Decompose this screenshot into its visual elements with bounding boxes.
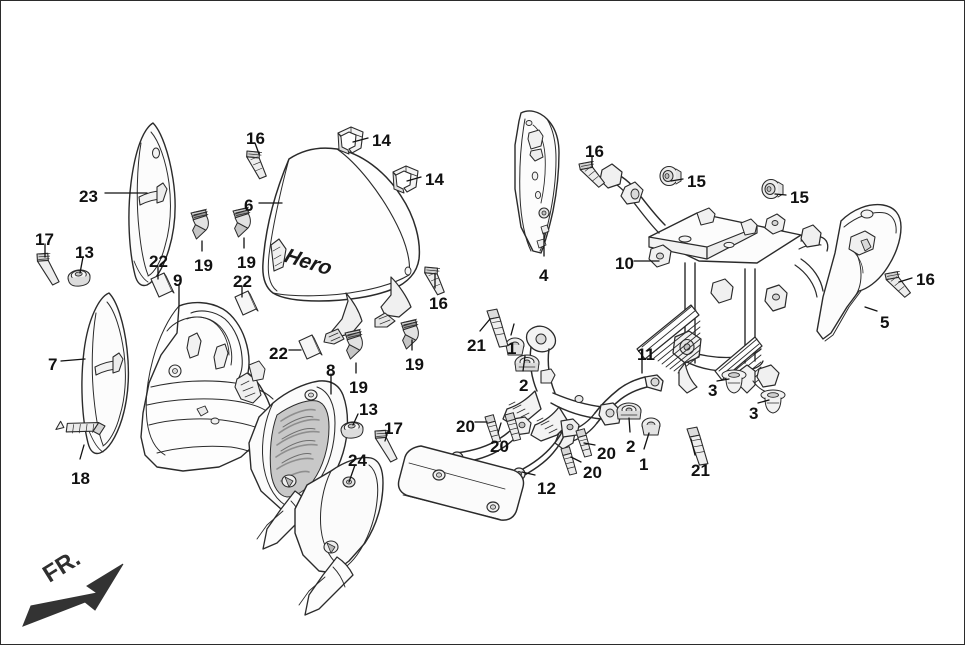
leader-line-1 [643,432,650,450]
part-6-front-windscreen-cowl [262,147,421,345]
part-7-side-cowl-trim-left [81,292,130,455]
leader-line-13 [352,413,359,426]
callout-number-5: 5 [880,313,890,332]
part-foot-board-plate [397,445,525,521]
callout-number-14: 14 [372,131,391,150]
part-4-inner-side-panel-left [514,110,560,254]
callout-number-6: 6 [244,196,254,215]
leader-line-15 [774,193,787,196]
leader-line-12 [521,471,536,476]
callout-number-16: 16 [916,270,935,289]
callout-number-17: 17 [35,230,54,249]
leader-line-3 [757,399,770,404]
callout-number-21: 21 [691,461,710,480]
callout-number-17: 17 [384,419,403,438]
leader-line-2 [522,355,526,372]
callout-number-12: 12 [537,479,556,498]
fastener-1-b [641,417,661,436]
callout-number-20: 20 [456,417,475,436]
fastener-17-a [26,247,70,288]
callout-number-24: 24 [348,451,367,470]
callout-number-2: 2 [626,437,636,456]
leader-line-20 [583,442,596,446]
leader-line-14 [352,137,369,143]
callout-number-15: 15 [687,172,706,191]
callout-number-9: 9 [173,271,183,290]
callout-number-13: 13 [75,243,94,262]
callout-number-16: 16 [585,142,604,161]
callout-number-22: 22 [149,252,168,271]
fastener-15-b [761,178,784,200]
leader-line-7 [60,358,86,362]
callout-number-8: 8 [326,361,336,380]
callout-number-18: 18 [71,469,90,488]
part-9-head-lamp-cowl-assembly [140,301,274,472]
leader-line-13 [79,256,84,274]
part-10-front-bracket-frame-assembly [599,163,829,394]
fastener-18 [55,420,106,436]
callout-number-21: 21 [467,336,486,355]
leader-line-3 [716,378,730,382]
fastener-22-c [298,334,323,360]
leader-line-20 [570,456,582,463]
callout-number-3: 3 [708,381,718,400]
callout-number-20: 20 [490,437,509,456]
callout-number-1: 1 [507,339,517,358]
callout-number-2: 2 [519,376,529,395]
leader-line-16 [254,142,260,155]
fastener-2-b [616,402,642,420]
callout-number-19: 19 [237,253,256,272]
callout-number-16: 16 [246,129,265,148]
leader-line-21 [479,318,491,332]
callout-number-10: 10 [615,254,634,273]
part-23-side-cowl-trim-right [128,122,176,287]
callout-number-4: 4 [539,266,549,285]
part-24-side-panel-right [294,456,384,616]
leader-line-20 [497,422,502,434]
fastener-13-a [66,268,92,288]
leader-line-18 [79,444,85,460]
part-5-inner-side-panel-right [816,203,902,342]
fastener-16-a [237,144,277,182]
callout-number-23: 23 [79,187,98,206]
leader-line-1 [510,323,515,336]
fastener-16-d [879,266,917,300]
fastener-19-a [187,206,211,241]
callout-number-7: 7 [48,355,58,374]
leader-line-21 [690,438,696,456]
callout-number-20: 20 [583,463,602,482]
leader-line-15 [670,178,684,182]
callout-number-22: 22 [269,344,288,363]
leader-line-2 [628,417,631,433]
leader-line-17 [384,430,389,442]
callout-number-11: 11 [637,345,655,364]
leader-line-14 [406,176,422,182]
callout-number-3: 3 [749,404,759,423]
callout-number-19: 19 [405,355,424,374]
leader-line-5 [864,306,878,312]
callout-number-19: 19 [194,256,213,275]
callout-number-19: 19 [349,378,368,397]
callout-number-13: 13 [359,400,378,419]
leader-line-24 [348,464,356,483]
callout-number-1: 1 [639,455,649,474]
fastener-22-b [234,290,259,316]
callout-number-22: 22 [233,272,252,291]
callout-number-16: 16 [429,294,448,313]
callout-number-20: 20 [597,444,616,463]
front-direction-arrow [22,563,124,627]
callout-number-15: 15 [790,188,809,207]
fastener-15-a [659,165,682,187]
leader-line-16 [898,277,913,283]
fastener-19-d [397,316,421,351]
callout-number-14: 14 [425,170,444,189]
fastener-2-a [514,354,540,372]
